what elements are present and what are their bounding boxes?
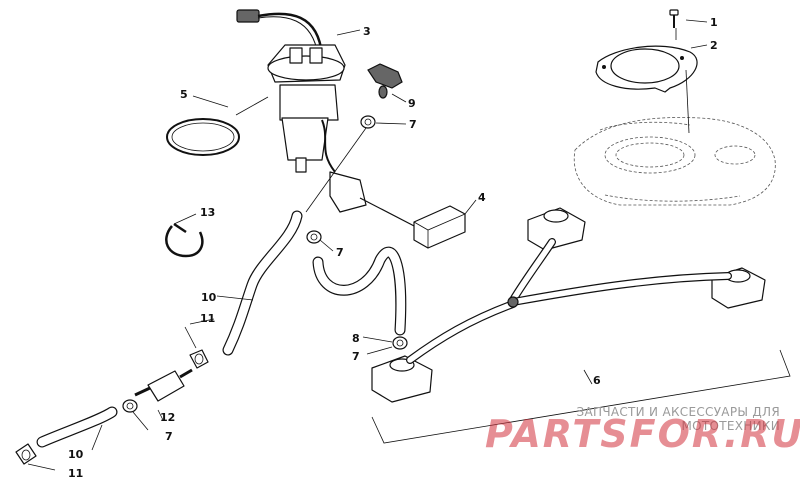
callout-labels: 1 2 3 4 5 6 7 7 7 7 8 9 10 10 11 11 12 1… [68, 16, 718, 480]
callout-7-manifold: 7 [352, 350, 360, 363]
mounting-ring-part [595, 45, 698, 93]
callout-2: 2 [710, 39, 718, 52]
watermark-caption: ЗАПЧАСТИ И АКСЕССУАРЫ ДЛЯ МОТОТЕХНИКИ [576, 405, 780, 433]
clamp-part-bottom-left [122, 399, 138, 413]
callout-11-lower: 11 [68, 467, 83, 480]
callout-6: 6 [593, 374, 601, 387]
callout-10-upper: 10 [201, 291, 217, 304]
return-hose-part [312, 246, 407, 336]
bolt-part [669, 9, 679, 28]
fuel-tank-outline [573, 117, 776, 206]
pickup-manifold-assembly [371, 207, 766, 403]
clamp-part-manifold [392, 336, 408, 350]
callout-1: 1 [710, 16, 718, 29]
callout-12: 12 [160, 411, 175, 424]
callout-3: 3 [363, 25, 371, 38]
hose-clamp-part-upper [189, 349, 209, 369]
callout-7-top: 7 [409, 118, 417, 131]
fuel-pump-assembly [236, 9, 419, 229]
callout-7-bottom: 7 [165, 430, 173, 443]
clamp-part-mid [306, 230, 322, 244]
clamp-part-top [360, 115, 376, 129]
group-bracket-6 [371, 349, 791, 444]
float-part [413, 205, 466, 249]
callout-13: 13 [200, 206, 215, 219]
fuel-hose-part [222, 210, 303, 356]
callout-4: 4 [478, 191, 486, 204]
leader-lines [27, 19, 708, 471]
callout-5: 5 [180, 88, 188, 101]
callout-8: 8 [352, 332, 360, 345]
callout-7-mid: 7 [336, 246, 344, 259]
o-ring-part [166, 118, 240, 156]
spring-clip-part [165, 222, 204, 258]
fuel-filter-part [134, 368, 193, 402]
callout-10-lower: 10 [68, 448, 84, 461]
watermark-logo: PARTSFOR.RU [485, 412, 800, 456]
callout-9: 9 [408, 97, 416, 110]
fuel-hose-part-lower [36, 406, 118, 448]
fitting-part [378, 85, 388, 99]
hose-clamp-part-lower [15, 443, 37, 465]
callout-11-upper: 11 [200, 312, 215, 325]
